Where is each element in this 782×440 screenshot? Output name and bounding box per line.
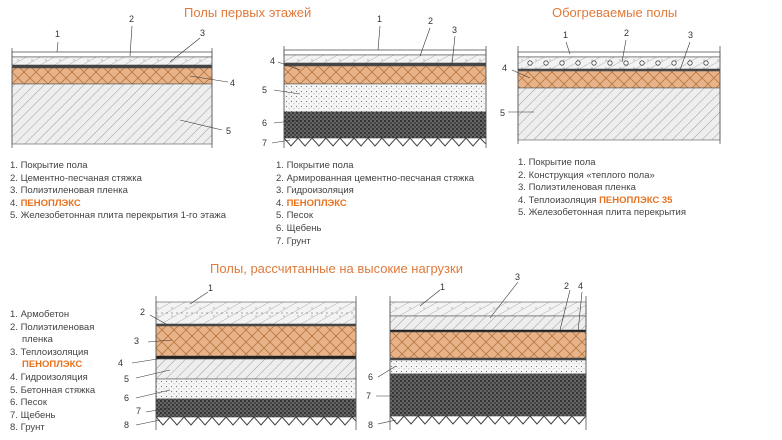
legend-item: 5. Песок [276, 210, 313, 222]
callout-e-8: 8 [368, 420, 373, 430]
callout-a-2: 2 [129, 14, 134, 24]
callout-d-1: 1 [208, 283, 213, 293]
legend-item: 5. Железобетонная плита перекрытия 1-го … [10, 210, 227, 222]
legend-item: 3. Полиэтиленовая пленка [518, 182, 636, 194]
callout-b-6: 6 [262, 118, 267, 128]
legend-item: 2. Цементно-песчаная стяжка [10, 172, 142, 184]
diagram-b: 1 2 3 4 5 6 7 [262, 14, 487, 148]
legend-item: пленка [22, 334, 53, 346]
legend-item: 5. Бетонная стяжка [10, 384, 96, 396]
legend-item: 3. Полиэтиленовая пленка [10, 185, 128, 197]
callout-d-7: 7 [136, 406, 141, 416]
legend-item: 6. Щебень [276, 222, 322, 234]
callout-d-8: 8 [124, 420, 129, 430]
title-high-load: Полы, рассчитанные на высокие нагрузки [210, 261, 463, 276]
callout-a-4: 4 [230, 78, 235, 88]
callout-b-5: 5 [262, 85, 267, 95]
legend-item: 4. ПЕНОПЛЭКС [276, 197, 347, 209]
callout-b-4: 4 [270, 56, 275, 66]
callout-d-6: 6 [124, 393, 129, 403]
legend-item: 5. Железобетонная плита перекрытия [518, 207, 686, 219]
callout-e-4: 4 [578, 281, 583, 291]
diagram-e: 1 3 2 4 6 7 8 [366, 272, 587, 430]
callout-a-1: 1 [55, 29, 60, 39]
legend-first-floor-slab: 1. Покрытие пола 2. Цементно-песчаная ст… [10, 160, 226, 223]
callout-e-3: 3 [515, 272, 520, 282]
legend-item: 4. ПЕНОПЛЭКС [10, 197, 81, 209]
callout-e-7: 7 [366, 391, 371, 401]
legend-item: 7. Грунт [276, 235, 311, 247]
diagram-d: 1 2 3 4 5 6 7 8 [118, 283, 357, 430]
callout-e-6: 6 [368, 372, 373, 382]
legend-item: 1. Покрытие пола [10, 160, 88, 171]
diagram-a: 1 2 3 4 5 [11, 14, 235, 148]
legend-high-load: 1. Армобетон 2. Полиэтиленовая пленка 3.… [10, 309, 95, 435]
callout-e-1: 1 [440, 282, 445, 292]
callout-b-3: 3 [452, 25, 457, 35]
legend-item: 3. Гидроизоляция [276, 185, 354, 197]
callout-c-3: 3 [688, 30, 693, 40]
title-heated: Обогреваемые полы [552, 5, 678, 20]
callout-b-2: 2 [428, 16, 433, 26]
callout-d-2: 2 [140, 307, 145, 317]
legend-item: ПЕНОПЛЭКС [22, 359, 83, 371]
callout-a-5: 5 [226, 126, 231, 136]
legend-item: 4. Теплоизоляция ПЕНОПЛЭКС 35 [518, 194, 673, 206]
legend-item: 1. Покрытие пола [518, 157, 596, 168]
legend-item: 2. Армированная цементно-песчаная стяжка [276, 172, 474, 184]
title-first-floor: Полы первых этажей [184, 5, 312, 20]
callout-c-5: 5 [500, 108, 505, 118]
callout-d-3: 3 [134, 336, 139, 346]
legend-item: 1. Армобетон [10, 309, 70, 320]
legend-item: 4. Гидроизоляция [10, 371, 88, 383]
callout-b-7: 7 [262, 138, 267, 148]
callout-c-1: 1 [563, 30, 568, 40]
legend-item: 7. Щебень [10, 409, 56, 421]
callout-d-5: 5 [124, 374, 129, 384]
callout-c-4: 4 [502, 63, 507, 73]
legend-item: 6. Песок [10, 397, 47, 409]
heating-pipes [527, 60, 709, 66]
diagram-c: 1 2 3 4 5 [500, 28, 721, 144]
legend-item: 3. Теплоизоляция [10, 346, 89, 358]
callout-c-2: 2 [624, 28, 629, 38]
callout-d-4: 4 [118, 358, 123, 368]
legend-first-floor-ground: 1. Покрытие пола 2. Армированная цементн… [276, 160, 474, 248]
legend-item: 1. Покрытие пола [276, 160, 354, 171]
callout-a-3: 3 [200, 28, 205, 38]
callout-b-1: 1 [377, 14, 382, 24]
legend-item: 2. Конструкция «теплого пола» [518, 169, 655, 181]
legend-heated: 1. Покрытие пола 2. Конструкция «теплого… [518, 157, 686, 220]
callout-e-2: 2 [564, 281, 569, 291]
legend-item: 8. Грунт [10, 422, 45, 434]
legend-item: 2. Полиэтиленовая [10, 321, 95, 333]
